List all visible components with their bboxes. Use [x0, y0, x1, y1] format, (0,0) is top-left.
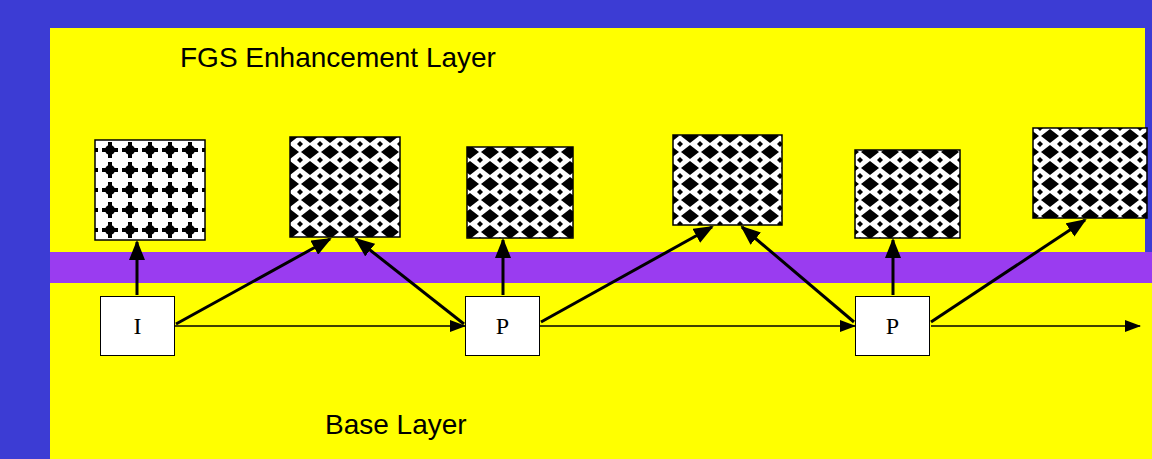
enhancement-frame [95, 140, 205, 240]
layer-band: Base Layer I P P [50, 283, 1152, 459]
enhancement-frame [673, 135, 782, 225]
frame-type-label: P [496, 312, 509, 340]
frame-box: P [855, 296, 930, 356]
enhancement-frame [290, 137, 400, 237]
enhancement-frame [467, 147, 573, 238]
prediction-arrow [892, 240, 895, 295]
frame-box: P [465, 296, 540, 356]
continuation-arrow [931, 325, 1140, 327]
layer-label: FGS Enhancement Layer [180, 42, 496, 74]
frame-box: I [100, 296, 175, 356]
enhancement-frame [855, 150, 960, 238]
frame-type-label: P [886, 312, 899, 340]
prediction-arrow [136, 242, 139, 295]
prediction-arrow [541, 227, 712, 322]
layer-label: Base Layer [325, 409, 467, 441]
prediction-connector [540, 325, 855, 327]
prediction-arrow [502, 240, 505, 295]
prediction-arrow [356, 239, 464, 324]
prediction-arrow [931, 220, 1085, 322]
layer-divider [50, 252, 1152, 283]
prediction-arrow [176, 239, 330, 324]
enhancement-frame [1033, 128, 1147, 218]
layer-band: FGS Enhancement Layer [50, 28, 1145, 252]
prediction-arrow [742, 227, 854, 322]
prediction-connector [175, 325, 465, 327]
frame-type-label: I [134, 312, 142, 340]
